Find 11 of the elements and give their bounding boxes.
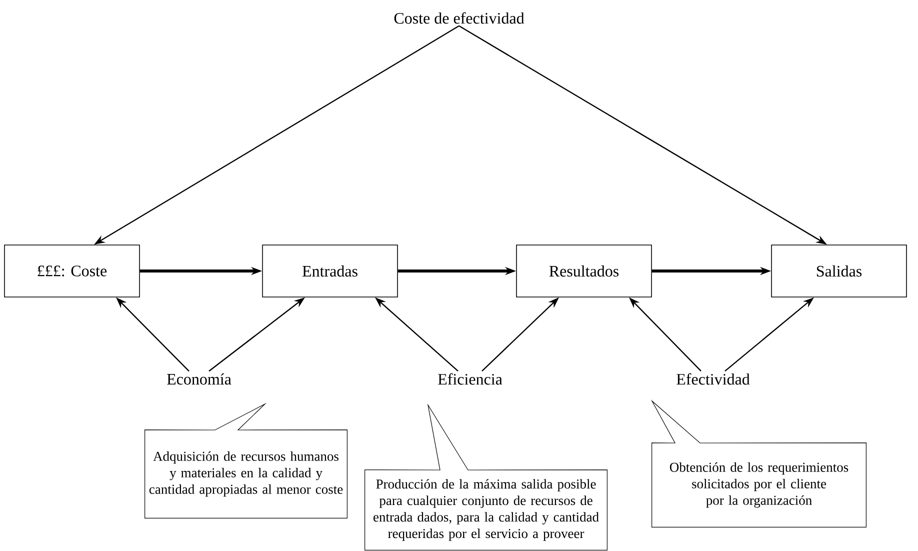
process-box: £££: Coste bbox=[4, 244, 140, 298]
node-label: Coste de efectividad bbox=[394, 12, 524, 24]
callout-bubble: Producción de la máxima salida posible para cualquier conjunto de recursos de entrada dados, para la calidad y cantidad requeridas por el servicio a proveer bbox=[364, 403, 608, 550]
process-box: Entradas bbox=[262, 244, 398, 298]
callout-bubble: Adquisición de recursos humanos y materiales en la calidad y cantidad apropiadas al menor coste bbox=[144, 402, 348, 518]
node-label: Eficiencia bbox=[438, 373, 502, 385]
process-box: Salidas bbox=[771, 244, 907, 298]
node-label: Efectividad bbox=[676, 373, 750, 385]
process-box: Resultados bbox=[516, 244, 652, 298]
callout-bubble: Obtención de los requerimientos solicitados por el cliente por la organización bbox=[650, 400, 866, 528]
node-label: Economía bbox=[167, 373, 232, 385]
